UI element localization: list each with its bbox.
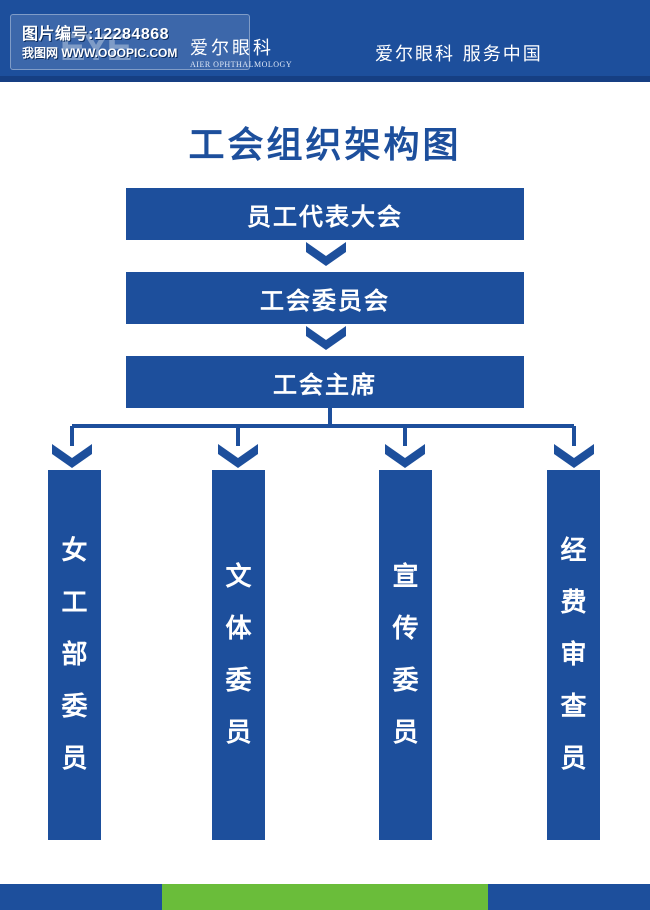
dept-char: 经: [560, 536, 587, 566]
dept-char: 员: [225, 718, 252, 748]
chevron-down-icon: [385, 444, 425, 468]
header-band: [0, 0, 650, 82]
watermark-box: [10, 14, 250, 70]
box-label: 员工代表大会: [247, 202, 403, 231]
dept-char: 员: [560, 744, 587, 774]
dept-char: 员: [61, 744, 88, 774]
logo-mark-icon: EYE: [60, 27, 132, 69]
brand-name: 爱尔眼科: [190, 38, 274, 59]
dept-char: 委: [392, 666, 419, 696]
chevron-down-icon: [52, 444, 92, 468]
chevron-down-icon: [306, 242, 346, 266]
dept-char: 委: [225, 666, 252, 696]
brand-english: AIER OPHTHALMOLOGY: [190, 60, 293, 69]
dept-char: 部: [61, 640, 88, 670]
dept-char: 文: [225, 562, 252, 592]
footer-band-right: [488, 884, 650, 910]
dept-char: 女: [61, 536, 88, 566]
dept-char: 工: [61, 588, 88, 618]
box-union-chairman: 工会主席: [126, 356, 524, 408]
chevron-down-icon: [218, 444, 258, 468]
chevron-down-icon: [306, 326, 346, 350]
watermark-id: 图片编号:12284868: [22, 26, 170, 43]
dept-culture-sports: 文 体 委 员: [212, 470, 265, 840]
dept-char: 宣: [392, 562, 419, 592]
dept-audit: 经 费 审 查 员: [547, 470, 600, 840]
dept-publicity: 宣 传 委 员: [379, 470, 432, 840]
page-title: 工会组织架构图: [188, 125, 462, 166]
footer-band-green: [162, 884, 488, 910]
dept-char: 体: [225, 614, 252, 644]
chevron-down-icon: [554, 444, 594, 468]
dept-char: 传: [392, 614, 419, 644]
slogan: 爱尔眼科 服务中国: [375, 44, 543, 65]
box-label: 工会委员会: [260, 286, 390, 315]
dept-char: 查: [560, 692, 587, 722]
box-staff-congress: 员工代表大会: [126, 188, 524, 240]
watermark-site: 我图网 WWW.OOOPIC.COM: [22, 46, 178, 60]
box-label: 工会主席: [273, 370, 377, 399]
dept-char: 审: [560, 640, 587, 670]
dept-char: 委: [61, 692, 88, 722]
footer-band-left: [0, 884, 162, 910]
dept-char: 费: [560, 588, 587, 618]
dept-char: 员: [392, 718, 419, 748]
dept-women-committee: 女 工 部 委 员: [48, 470, 101, 840]
box-union-committee: 工会委员会: [126, 272, 524, 324]
